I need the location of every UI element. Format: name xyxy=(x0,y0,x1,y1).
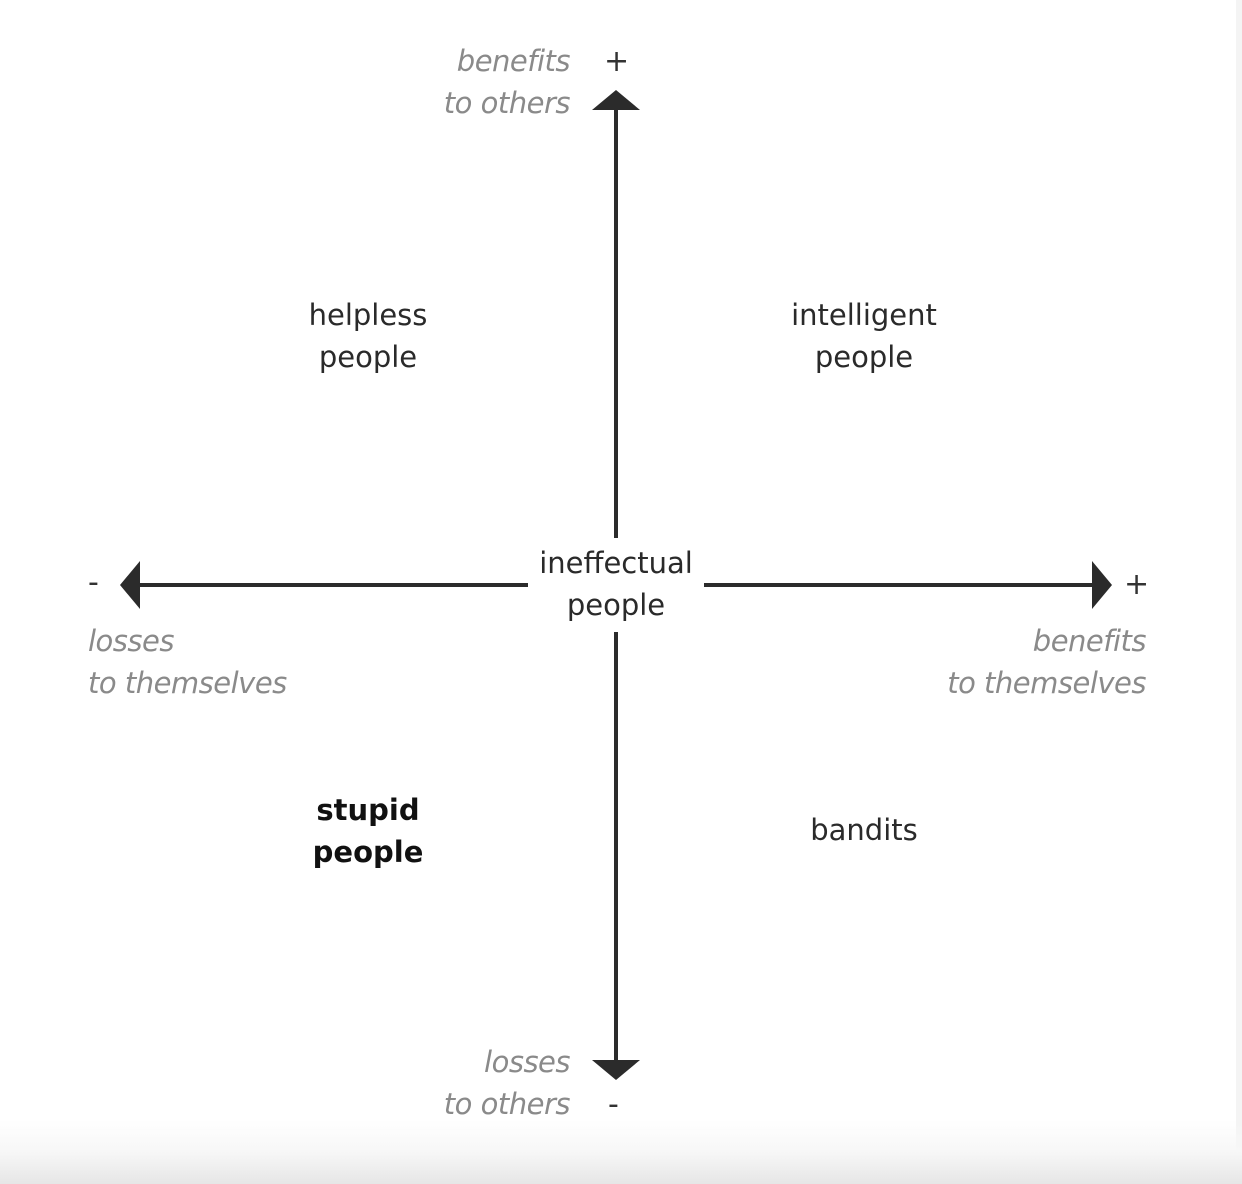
arrow-right-icon xyxy=(1092,561,1112,609)
quadrant-top-left-label: helpless people xyxy=(268,294,468,378)
plus-sign-top: + xyxy=(604,44,630,79)
axis-label-top-line1: benefits xyxy=(456,44,571,78)
minus-sign-bottom: - xyxy=(608,1087,619,1122)
axis-label-bottom: losses to others xyxy=(443,1041,571,1125)
axis-label-right-line2: to themselves xyxy=(947,666,1146,700)
quadrant-bottom-left-line2: people xyxy=(312,835,424,869)
quadrant-bottom-right-label: bandits xyxy=(764,809,964,851)
quadrant-top-right-line1: intelligent xyxy=(791,298,937,332)
quadrant-bottom-right-line1: bandits xyxy=(810,813,918,847)
quadrant-top-left-line1: helpless xyxy=(308,298,428,332)
minus-sign-left: - xyxy=(88,565,99,600)
axis-label-left-line2: to themselves xyxy=(88,666,287,700)
arrow-left-icon xyxy=(120,561,140,609)
axis-label-right-line1: benefits xyxy=(1032,624,1147,658)
axis-label-top-line2: to others xyxy=(443,86,571,120)
arrow-down-icon xyxy=(592,1060,640,1080)
axis-label-top: benefits to others xyxy=(443,40,571,124)
quadrant-bottom-left-label: stupid people xyxy=(268,789,468,873)
center-label: ineffectual people xyxy=(531,542,701,626)
quadrant-bottom-left-line1: stupid xyxy=(316,793,420,827)
center-label-line2: people xyxy=(566,588,666,622)
page-edge-strip xyxy=(1236,0,1242,1184)
axis-label-left: losses to themselves xyxy=(88,620,287,704)
plus-sign-right: + xyxy=(1124,567,1150,602)
quadrant-top-right-label: intelligent people xyxy=(754,294,974,378)
axis-label-left-line1: losses xyxy=(88,624,174,658)
axis-label-bottom-line1: losses xyxy=(484,1045,570,1079)
axis-label-right: benefits to themselves xyxy=(947,620,1146,704)
quadrant-top-right-line2: people xyxy=(814,340,914,374)
quadrant-top-left-line2: people xyxy=(318,340,418,374)
bottom-fade xyxy=(0,1120,1242,1184)
axis-label-bottom-line2: to others xyxy=(443,1087,571,1121)
center-label-line1: ineffectual xyxy=(539,546,693,580)
arrow-up-icon xyxy=(592,90,640,110)
